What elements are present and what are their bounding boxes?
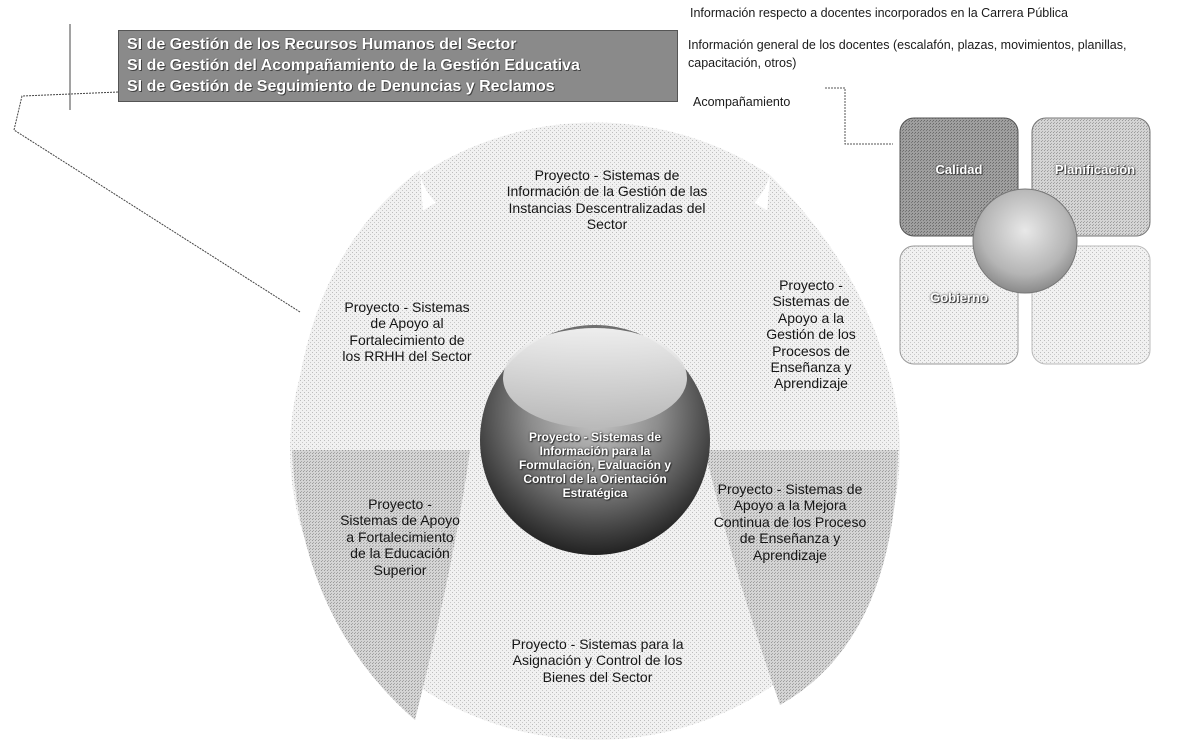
segment-lower-right: [705, 450, 898, 705]
segment-top: [420, 122, 770, 245]
acompanamiento-connector: [825, 87, 893, 145]
system-line-denuncias: SI de Gestión de Seguimiento de Denuncia…: [127, 78, 555, 95]
label-upper-right-segment: Proyecto - Sistemas de Apoyo a la Gestió…: [766, 277, 856, 392]
quadrant-label-planificacion: Planificación: [1054, 162, 1136, 177]
quadrant-label-calidad: Calidad: [935, 162, 983, 177]
segment-upper-left: [292, 170, 470, 450]
note-carrera: Información respecto a docentes incorpor…: [690, 6, 1068, 20]
quadrant-center-sphere: [972, 188, 1078, 294]
connector-lines: [13, 24, 301, 313]
label-upper-left-segment: Proyecto - Sistemas de Apoyo al Fortalec…: [342, 299, 472, 365]
segment-upper-right: [705, 175, 898, 450]
label-lower-left-segment: Proyecto - Sistemas de Apoyo a Fortaleci…: [340, 496, 460, 578]
center-sphere: [480, 325, 710, 555]
system-line-rrhh: SI de Gestión de los Recursos Humanos de…: [127, 36, 517, 53]
label-top-segment: Proyecto - Sistemas de Información de la…: [506, 167, 708, 233]
systems-box: SI de Gestión de los Recursos Humanos de…: [118, 30, 678, 102]
label-lower-right-segment: Proyecto - Sistemas de Apoyo a la Mejora…: [713, 481, 867, 563]
note-general: Información general de los docentes (esc…: [688, 38, 1127, 70]
quadrant-graphic: [899, 117, 1151, 365]
label-center: Proyecto - Sistemas de Información para …: [518, 430, 672, 501]
wheel: [290, 122, 900, 740]
segment-lower-left: [292, 450, 470, 720]
note-acompanamiento: Acompañamiento: [693, 95, 791, 109]
system-line-acompanamiento: SI de Gestión del Acompañamiento de la G…: [127, 57, 580, 74]
quadrant-label-gobierno: Gobierno: [930, 290, 988, 305]
label-bottom-segment: Proyecto - Sistemas para la Asignación y…: [511, 636, 684, 685]
